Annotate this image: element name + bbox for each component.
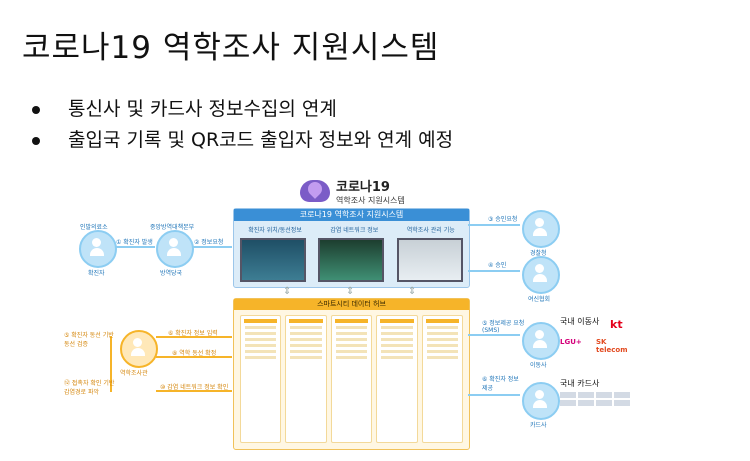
connector	[468, 334, 520, 336]
node-label: 인발의료소	[80, 224, 108, 231]
monitor-network-icon	[318, 238, 385, 282]
step-label: ⑤ 정보제공 요청(SMS)	[482, 320, 525, 334]
police-node	[522, 210, 560, 248]
step-label: ② 정보요청	[194, 239, 224, 246]
system-label: 역학조사 관리 기능	[406, 227, 455, 234]
connector	[115, 246, 155, 248]
connector	[468, 224, 520, 226]
data-hub-panel: 스마트시티 데이터 허브	[233, 298, 470, 450]
telecom-title: 국내 이동사	[560, 317, 600, 326]
system-label: 감염 네트워크 정보	[330, 227, 379, 234]
connector	[156, 336, 232, 338]
updown-arrow-icon: ⇕	[283, 286, 292, 297]
bullet-text: 통신사 및 카드사 정보수집의 연계	[68, 98, 337, 120]
data-hub-title: 스마트시티 데이터 허브	[234, 299, 469, 310]
monitor-dashboard-icon	[396, 238, 463, 282]
connector	[192, 246, 232, 248]
node-caption: 방역당국	[160, 270, 183, 277]
card-company-logos	[560, 392, 640, 406]
step-label: ⑥ 확진자 정보 입력	[168, 330, 218, 337]
connector	[468, 394, 520, 396]
step-label: ① 확진자 발생	[116, 239, 153, 246]
cards-title: 국내 카드사	[560, 379, 600, 388]
credit-assoc-node	[522, 256, 560, 294]
slide-title: 코로나19 역학조사 지원시스템	[22, 30, 440, 66]
logo-subtitle: 역학조사 지원시스템	[336, 196, 405, 205]
step-label: ⑤ 확진자 동선 기반 동선 검증	[64, 332, 114, 348]
connector	[156, 356, 232, 358]
bullet-dot-icon	[32, 105, 40, 114]
node-label: 이동사	[530, 362, 547, 369]
connector	[156, 390, 232, 392]
connector	[468, 270, 520, 272]
node-label: 여신협회	[528, 296, 551, 303]
updown-arrow-icon: ⇕	[408, 286, 417, 297]
lgu-logo: LGU+	[560, 338, 582, 346]
step-label: ⑩ 감염 네트워크 정보 확인	[160, 384, 229, 391]
quarantine-node	[156, 230, 194, 268]
step-label: ⑥ 확진자 정보 제공	[482, 376, 519, 392]
bullet-item: 통신사 및 카드사 정보수집의 연계	[32, 94, 453, 125]
node-label: 경찰청	[530, 250, 547, 257]
step-label: ④ 승인	[488, 262, 507, 269]
bullet-dot-icon	[32, 136, 40, 145]
card-company-node	[522, 382, 560, 420]
node-caption: 역학조사관	[120, 370, 148, 377]
node-label: 카드사	[530, 422, 547, 429]
logo-title: 코로나19	[336, 180, 390, 195]
connector	[110, 336, 112, 392]
system-label: 확진자 위치/동선정보	[248, 227, 302, 234]
step-label: ⑧ 역학 동선 확정	[172, 350, 217, 357]
cloud-location-icon	[300, 179, 330, 202]
telecom-box: 국내 이동사 kt LGU+ SK telecom	[560, 316, 628, 354]
epidemiologist-node	[120, 330, 158, 368]
monitor-map-icon	[240, 238, 307, 282]
bullet-text: 출입국 기록 및 QR코드 출입자 정보와 연계 예정	[68, 129, 454, 151]
data-hub-grid	[240, 315, 463, 443]
bullet-item: 출입국 기록 및 QR코드 출입자 정보와 연계 예정	[32, 125, 453, 156]
kt-logo: kt	[610, 318, 623, 331]
node-label: 중앙방역대책본부	[150, 224, 195, 231]
bullet-list: 통신사 및 카드사 정보수집의 연계 출입국 기록 및 QR코드 출입자 정보와…	[32, 94, 453, 156]
step-label: ③ 승인요청	[488, 216, 518, 223]
system-panel-title: 코로나19 역학조사 지원시스템	[234, 209, 469, 221]
hospital-node	[79, 230, 117, 268]
node-caption: 확진자	[88, 270, 105, 277]
telecom-node	[522, 322, 560, 360]
updown-arrow-icon: ⇕	[346, 286, 355, 297]
system-panel: 코로나19 역학조사 지원시스템 확진자 위치/동선정보 감염 네트워크 정보 …	[233, 208, 470, 288]
sk-logo: SK telecom	[596, 338, 628, 354]
step-label: ⑫ 접촉자 확인 기반 감염경로 파악	[64, 380, 115, 396]
system-logo: 코로나19 역학조사 지원시스템	[300, 176, 405, 206]
